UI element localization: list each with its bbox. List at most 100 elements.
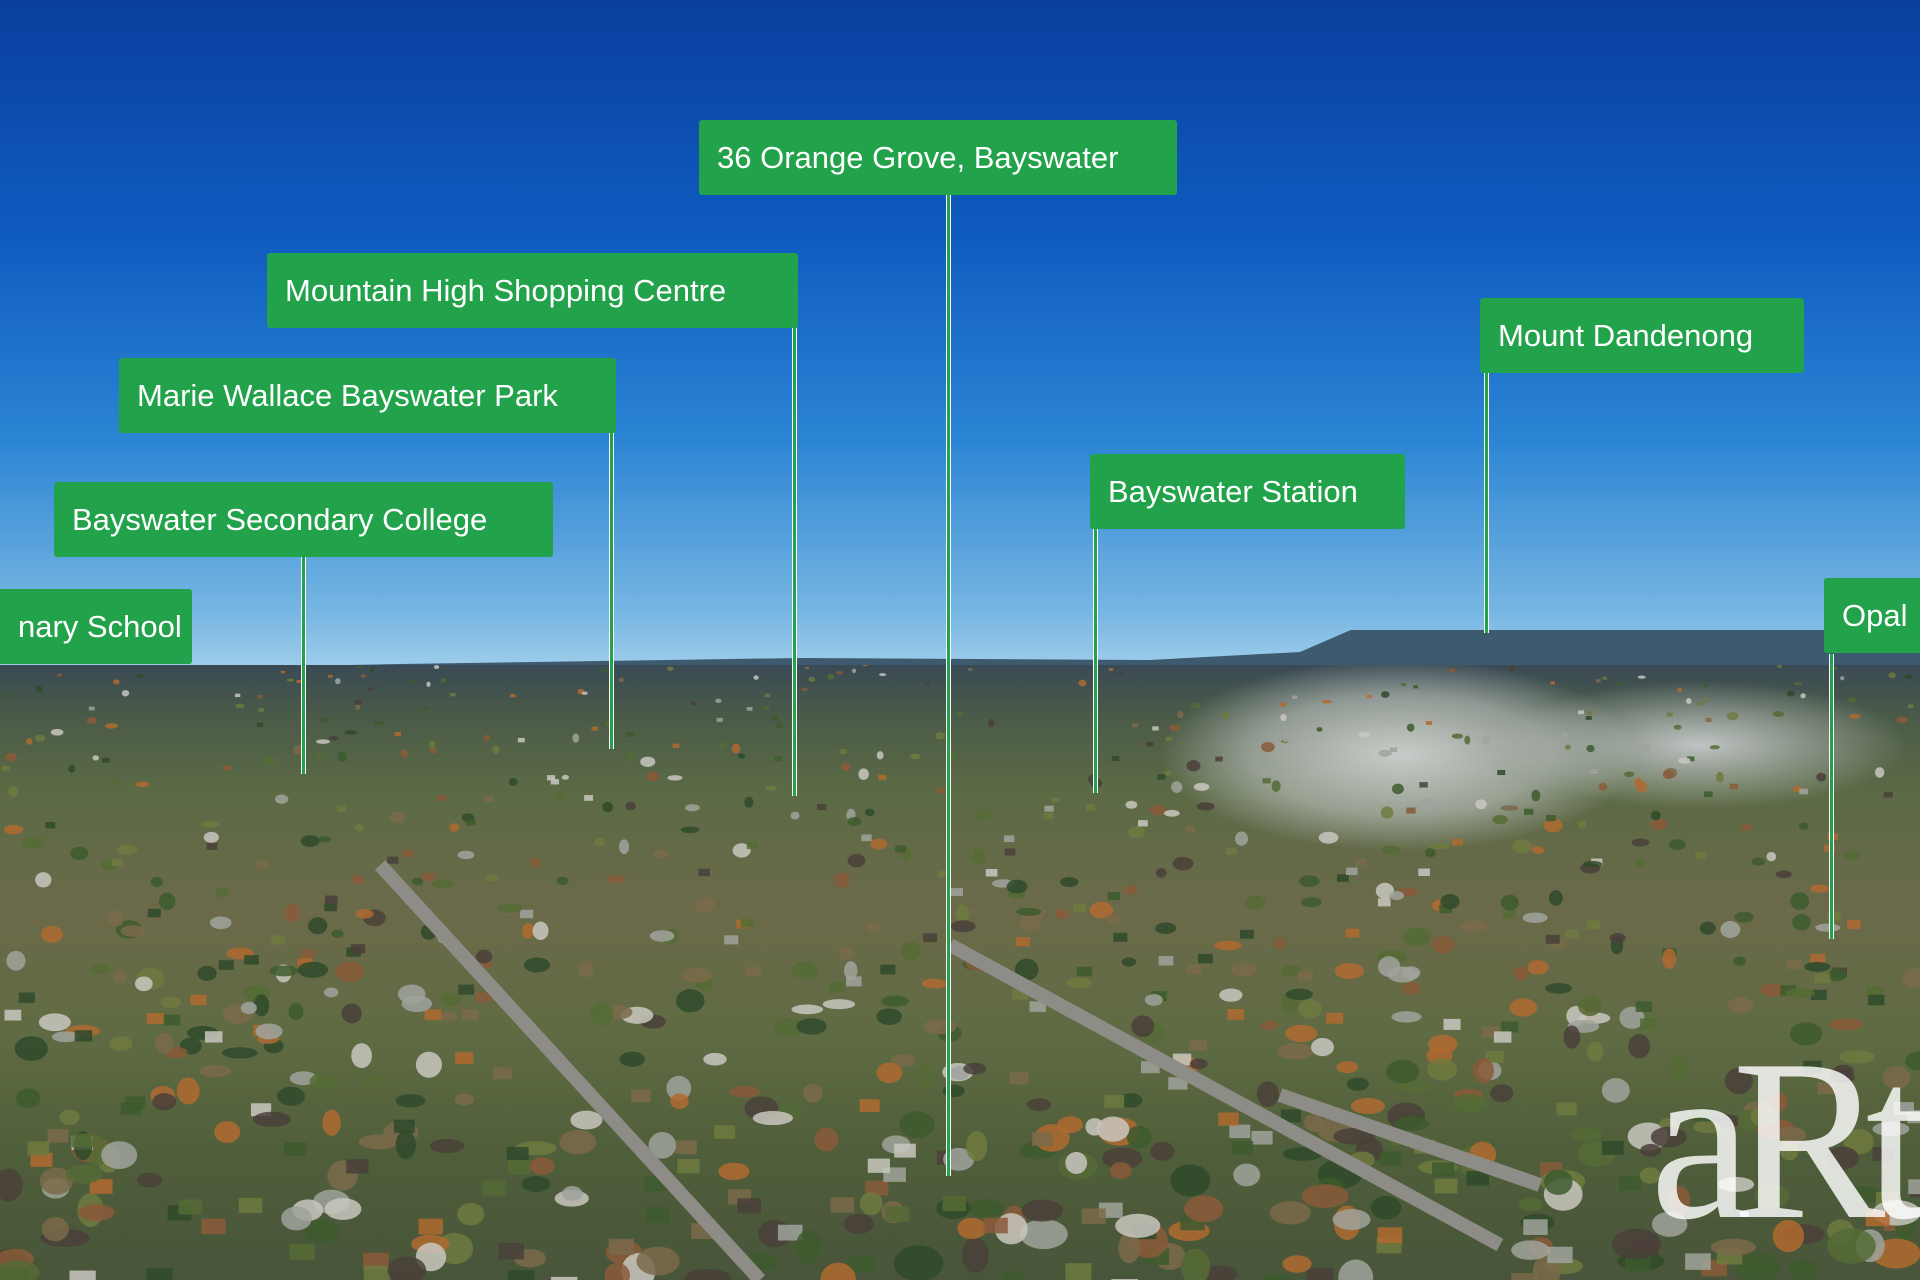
suburb-feature [1065,1151,1088,1174]
suburb-feature [1377,1227,1403,1244]
suburb-feature [923,1019,957,1035]
suburb-feature [1402,981,1421,996]
suburb-feature [178,1199,203,1215]
suburb-feature [1326,1012,1344,1024]
suburb-feature [880,964,896,975]
suburb-feature [1424,848,1436,858]
suburb-feature [1518,1197,1544,1212]
suburb-feature [280,670,286,674]
suburb-feature [482,1180,506,1196]
suburb-feature [846,976,862,987]
suburb-feature [1619,1175,1642,1191]
suburb-feature [1282,1255,1312,1273]
suburb-feature [1389,891,1405,901]
suburb-feature [1009,1072,1029,1085]
suburb-feature [507,1159,530,1175]
suburb-feature [1402,966,1421,980]
suburb-feature [973,848,985,856]
suburb-feature [288,1002,304,1021]
suburb-feature [1141,1061,1160,1074]
suburb-feature [354,823,364,832]
suburb-feature [1391,1011,1422,1023]
suburb-feature [752,1111,793,1126]
suburb-feature [753,675,759,680]
suburb-feature [1789,1022,1823,1046]
suburb-feature [1777,665,1782,668]
suburb-feature [1113,932,1128,942]
suburb-feature [1021,1199,1064,1222]
suburb-feature [30,1152,53,1167]
suburb-feature [895,845,907,853]
suburb-feature [1157,774,1166,780]
suburb-feature [1121,957,1137,967]
suburb-feature [631,1089,651,1103]
suburb-feature [215,887,229,898]
suburb-feature [862,665,868,667]
suburb-feature [1766,851,1777,862]
suburb-feature [1640,1143,1662,1157]
suburb-feature [714,1125,736,1139]
suburb-feature [1513,966,1529,981]
suburb-feature [59,1109,80,1126]
suburb-feature [521,1176,551,1193]
suburb-feature [458,984,475,995]
suburb-feature [1155,867,1167,878]
suburb-feature [1662,770,1675,780]
suburb-feature [1060,877,1079,887]
suburb-feature [1226,847,1237,855]
suburb-feature [1511,1273,1538,1280]
suburb-feature [1817,1081,1837,1095]
suburb-feature [1146,741,1154,747]
suburb-feature [899,1111,935,1139]
suburb-feature [1839,1050,1876,1064]
suburb-feature [1666,712,1673,717]
suburb-feature [411,877,424,886]
suburb-feature [1628,1034,1651,1059]
suburb-feature [0,1168,23,1202]
suburb-feature [744,796,754,808]
suburb-feature [223,765,232,771]
suburb-feature [1511,1240,1550,1260]
suburb-feature [1710,1238,1756,1256]
suburb-feature [387,856,399,864]
suburb-feature [108,910,124,928]
suburb-feature [640,756,656,767]
suburb-feature [415,1051,442,1078]
suburb-feature [1452,838,1464,846]
suburb-feature [1843,1128,1874,1155]
suburb-feature [795,1230,822,1265]
suburb-feature [1332,1208,1371,1230]
suburb-feature [367,686,373,692]
suburb-feature [35,685,43,693]
suburb-feature [256,722,264,727]
suburb-feature [731,743,741,754]
suburb-feature [1451,733,1464,739]
suburb-feature [1726,711,1739,721]
suburb-feature [1382,845,1401,855]
suburb-feature [274,794,289,804]
suburb-feature [1848,697,1857,703]
suburb-feature [476,991,493,1003]
suburb-feature [1497,769,1506,776]
suburb-feature [1586,920,1601,930]
suburb-feature [859,1099,880,1113]
suburb-feature [830,1197,855,1213]
suburb-feature [1233,1163,1261,1187]
suburb-feature [510,694,516,698]
suburb-feature [373,720,385,726]
label-orange-grove: 36 Orange Grove, Bayswater [699,120,1177,195]
suburb-feature [578,961,595,978]
suburb-feature [271,935,286,945]
suburb-feature [1882,1066,1911,1090]
suburb-feature [304,1219,340,1243]
suburb-feature [125,1096,146,1110]
suburb-feature [78,1204,115,1221]
suburb-feature [146,1013,164,1024]
suburb-feature [47,1129,69,1143]
suburb-feature [1637,675,1646,679]
suburb-feature [909,753,921,760]
suburb-feature [729,1085,761,1098]
suburb-feature [1548,890,1563,906]
suburb-feature [1848,714,1861,719]
suburb-feature [890,1054,916,1067]
